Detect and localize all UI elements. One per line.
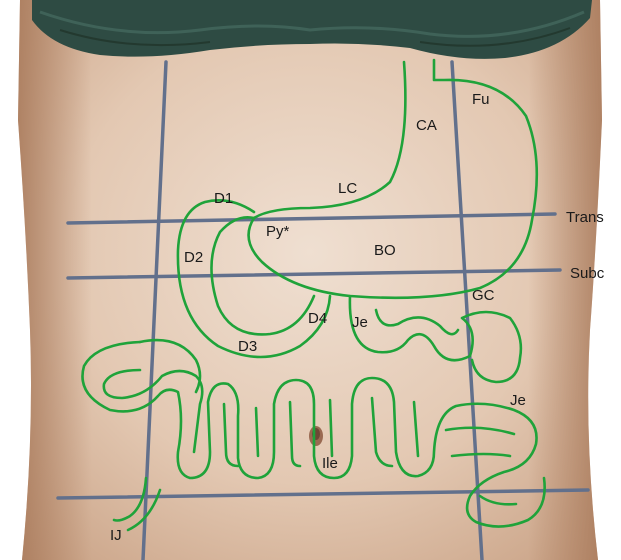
- label-ileum: Ile: [322, 455, 338, 472]
- label-duodenum-3: D3: [238, 338, 257, 355]
- label-fundus: Fu: [472, 91, 490, 108]
- navel: [309, 426, 323, 446]
- label-jejunum-upper: Je: [352, 314, 368, 331]
- label-greater-curvature: GC: [472, 287, 495, 304]
- label-lesser-curvature: LC: [338, 180, 357, 197]
- label-duodenum-2: D2: [184, 249, 203, 266]
- label-cardia: CA: [416, 117, 437, 134]
- label-pylorus: Py*: [266, 223, 290, 240]
- label-subcostal-plane: Subc: [570, 265, 605, 282]
- label-duodenum-1: D1: [214, 190, 233, 207]
- label-duodenum-4: D4: [308, 310, 327, 327]
- label-jejunum-right: Je: [510, 392, 526, 409]
- label-body: BO: [374, 242, 396, 259]
- label-ileocaecal-junction: IJ: [110, 527, 122, 544]
- label-transpyloric-plane: Trans: [566, 209, 604, 226]
